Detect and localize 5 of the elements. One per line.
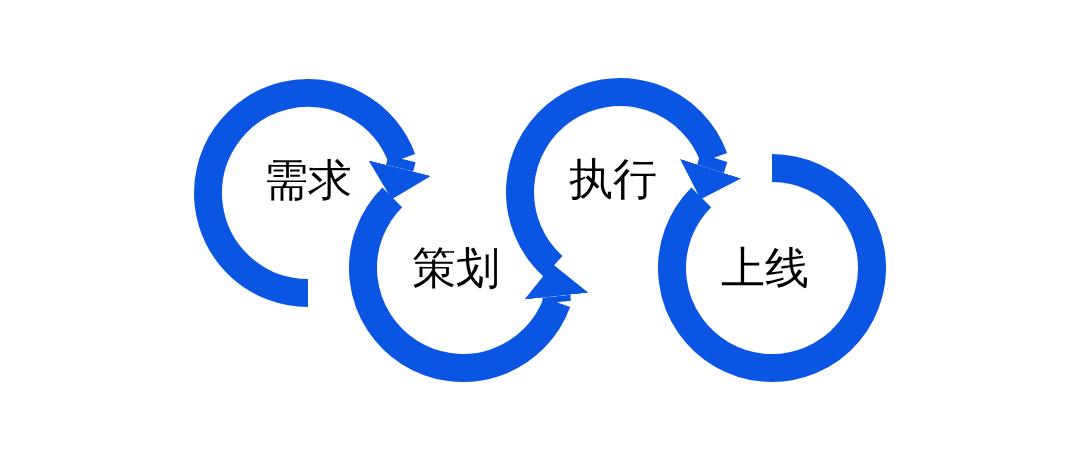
stage-label: 上线 [721, 240, 809, 295]
stage-label: 策划 [412, 240, 500, 295]
arrow [524, 264, 589, 304]
stage-label: 执行 [569, 151, 657, 206]
stage-label: 需求 [264, 152, 352, 207]
